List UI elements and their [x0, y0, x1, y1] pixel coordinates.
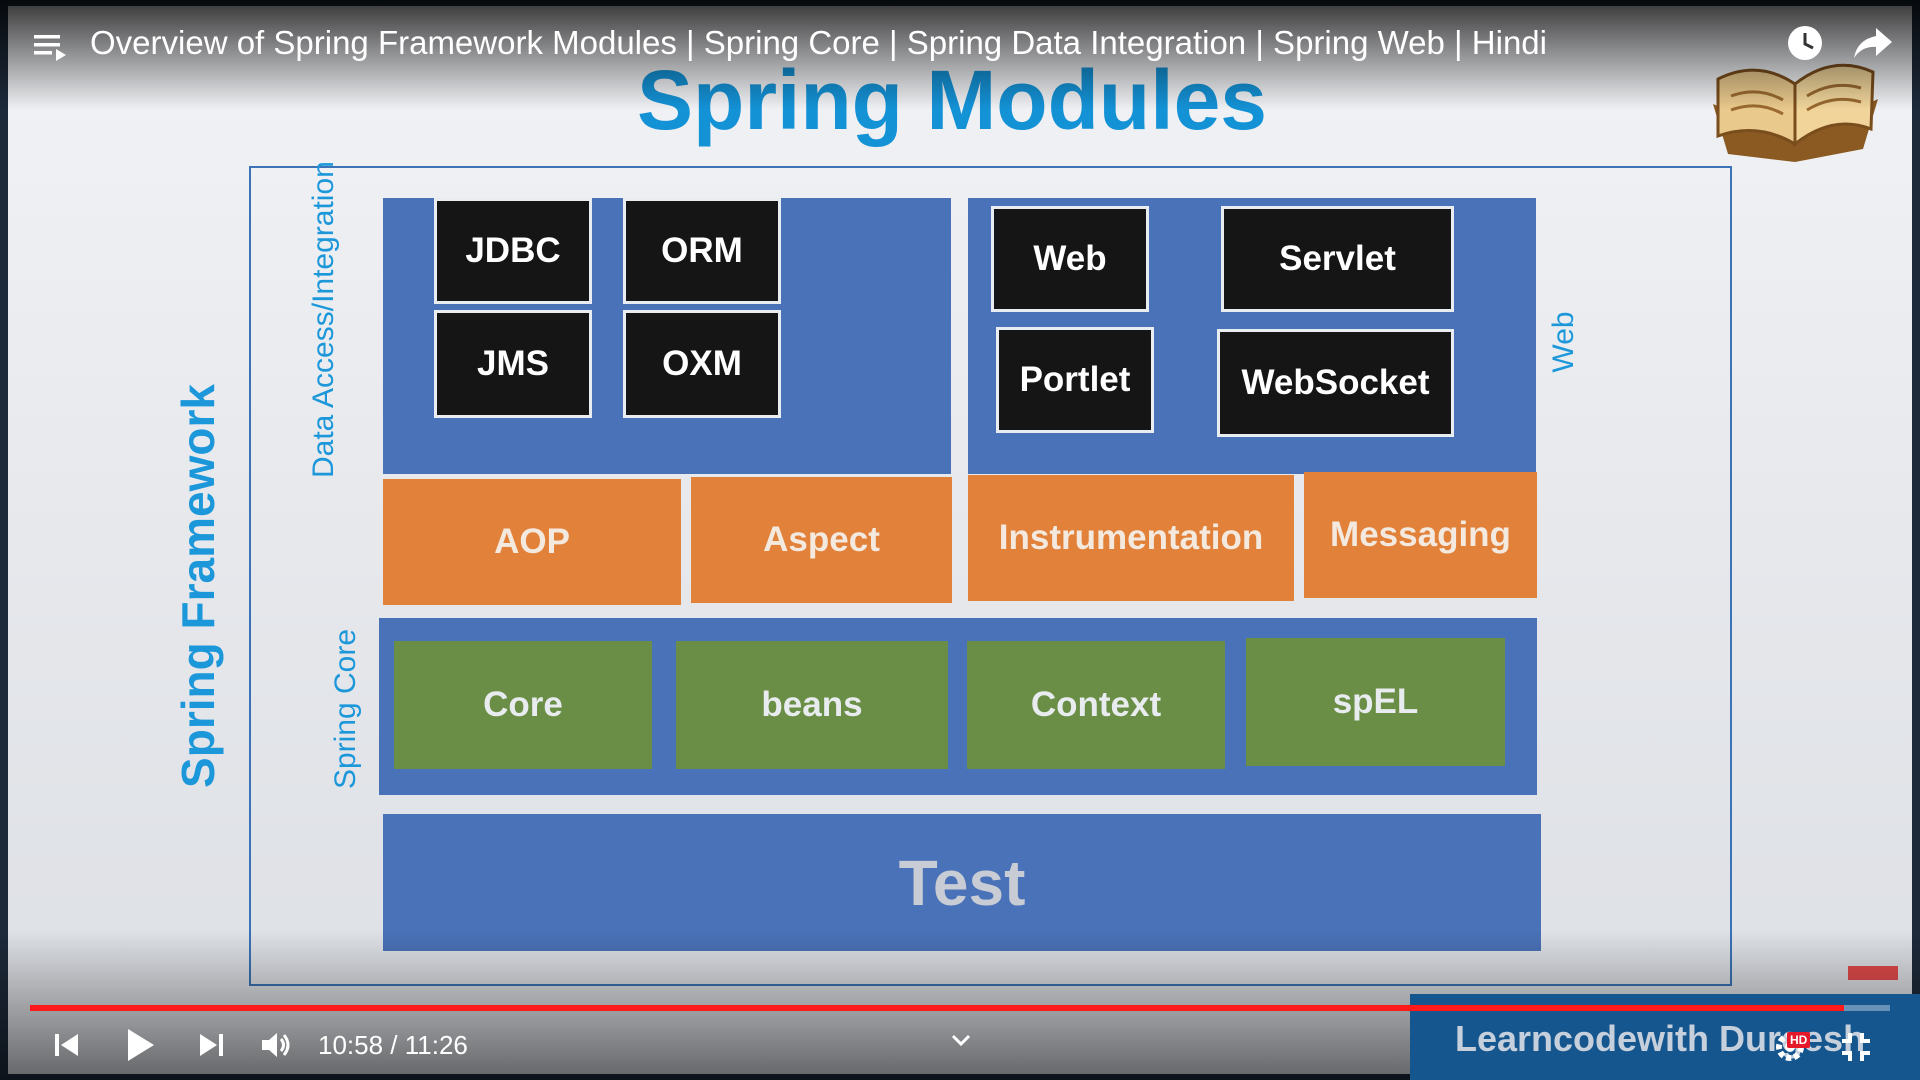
data-access-label-text: Data Access/Integration [307, 161, 340, 478]
spring-core-label: Spring Core [329, 628, 362, 790]
next-icon[interactable] [196, 1030, 226, 1060]
web-label: Web [1547, 311, 1580, 373]
module-aspect: Aspect [691, 477, 952, 603]
test-module: Test [383, 814, 1541, 951]
progress-fill [30, 1005, 1844, 1011]
data-access-label: Data Access/Integration [305, 161, 343, 478]
video-frame[interactable]: Spring Modules Spring Framework Data Acc… [8, 6, 1912, 1074]
share-arrow-icon[interactable] [1852, 24, 1894, 62]
module-spel: spEL [1246, 638, 1505, 766]
module-aop: AOP [383, 479, 681, 605]
module-web: Web [991, 206, 1149, 312]
module-portlet: Portlet [996, 327, 1154, 433]
module-websocket: WebSocket [1217, 329, 1454, 437]
play-icon[interactable] [124, 1026, 158, 1064]
module-core: Core [394, 641, 652, 769]
chevron-down-icon[interactable] [950, 1032, 972, 1048]
module-orm: ORM [623, 198, 781, 304]
volume-icon[interactable] [260, 1029, 294, 1061]
watch-later-clock-icon[interactable] [1786, 24, 1824, 62]
hd-badge: HD [1787, 1032, 1811, 1048]
module-context: Context [967, 641, 1225, 769]
module-jms: JMS [434, 310, 592, 418]
top-overlay [0, 0, 1920, 110]
spring-framework-label: Spring Framework [172, 384, 224, 788]
time-display: 10:58 / 11:26 [318, 1030, 468, 1060]
video-title[interactable]: Overview of Spring Framework Modules | S… [90, 24, 1547, 61]
module-jdbc: JDBC [434, 198, 592, 304]
module-beans: beans [676, 641, 948, 769]
progress-bar[interactable] [30, 1005, 1890, 1011]
module-instrumentation: Instrumentation [968, 475, 1294, 601]
module-messaging: Messaging [1304, 472, 1537, 598]
exit-fullscreen-icon[interactable] [1840, 1031, 1872, 1063]
playlist-menu-icon[interactable] [34, 30, 68, 64]
previous-icon[interactable] [52, 1030, 82, 1060]
module-servlet: Servlet [1221, 206, 1454, 312]
module-oxm: OXM [623, 310, 781, 418]
